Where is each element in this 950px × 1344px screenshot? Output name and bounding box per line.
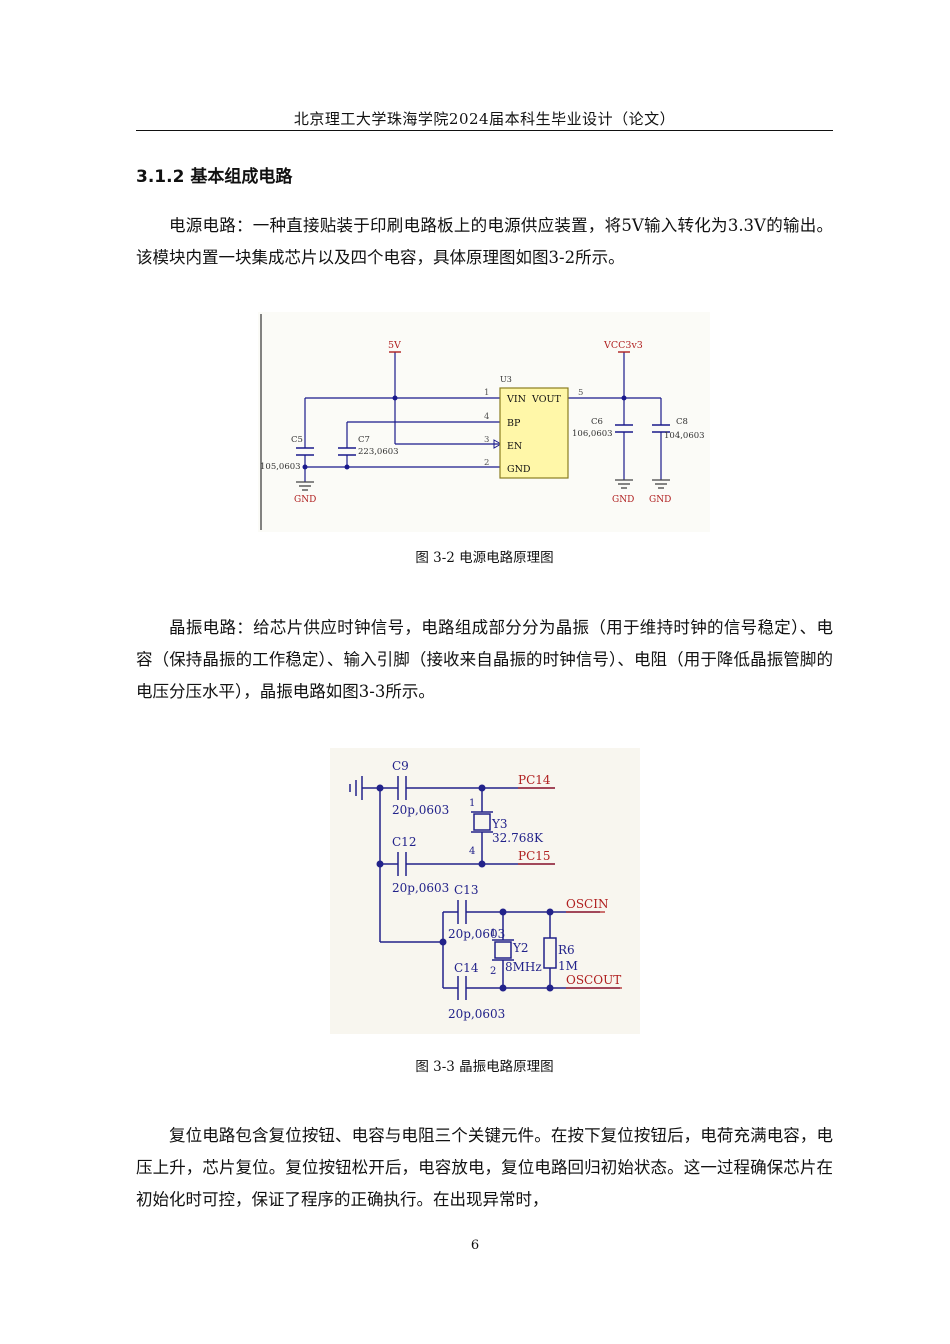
regulator-chip [499,387,569,479]
gnd-label-3: GND [649,495,671,505]
figure-caption-crystal: 图 3-3 晶振电路原理图 [415,1059,554,1075]
y3-pin4: 4 [469,846,475,857]
c9-value: 20p,0603 [392,803,449,817]
paragraph-reset-circuit: 复位电路包含复位按钮、电容与电阻三个关键元件。在按下复位按钮后，电荷充满电容，电… [136,1126,833,1209]
pin1-number: 1 [484,388,489,398]
c14-value: 20p,0603 [448,1007,505,1021]
c9-label: C9 [392,759,409,773]
y2-pin1: 1 [490,928,496,939]
power-schematic: 5V VCC3v3 U3 VIN VOUT BP EN GND 1 4 3 2 … [260,314,705,530]
pin5-number: 5 [578,388,583,398]
gnd-label-2: GND [612,495,634,505]
c14-label: C14 [454,961,479,975]
figure-power-circuit: 5V VCC3v3 U3 VIN VOUT BP EN GND 1 4 3 2 … [258,312,710,532]
pin4-number: 4 [484,412,489,422]
pin-en-label: EN [507,441,522,452]
y2-label: Y2 [512,941,529,955]
net-pc14-label: PC14 [518,773,551,787]
c6-label: C6 [591,417,603,427]
net-oscout-label: OSCOUT [566,973,621,987]
c5-value: 105,0603 [260,462,301,472]
y3-value: 32.768K [492,831,544,845]
paragraph-crystal-circuit: 晶振电路：给芯片供应时钟信号，电路组成部分分为晶振（用于维持时钟的信号稳定）、电… [136,618,833,701]
y3-pin1: 1 [469,798,475,809]
y3-label: Y3 [491,817,508,831]
section-heading: 3.1.2 基本组成电路 [136,167,293,187]
net-pc15-label: PC15 [518,849,551,863]
y2-value: 8MHz [505,960,542,974]
r6-label: R6 [558,943,575,957]
c13-value: 20p,0603 [448,927,505,941]
pin-bp-label: BP [507,418,521,429]
pin3-number: 3 [484,435,489,445]
c8-value: 104,0603 [664,431,705,441]
c7-label: C7 [358,435,370,445]
paragraph-power-circuit: 电源电路：一种直接贴装于印刷电路板上的电源供应装置，将5V输入转化为3.3V的输… [136,216,833,267]
pin-vin-label: VIN [506,394,526,405]
net-oscin-label: OSCIN [566,897,608,911]
c12-label: C12 [392,835,416,849]
net-5v-label: 5V [388,340,401,351]
gnd-label-1: GND [294,495,316,505]
pin-gnd-label: GND [507,464,531,475]
net-vcc-label: VCC3v3 [603,340,643,351]
crystal-schematic: C9 20p,0603 PC14 Y3 32.768K 1 4 C12 20p,… [349,759,622,1021]
y2-pin2: 2 [490,966,496,977]
chip-ref-label: U3 [500,375,512,384]
c6-value: 106,0603 [572,429,613,439]
c8-label: C8 [676,417,688,427]
page-header: 北京理工大学珠海学院2024届本科生毕业设计（论文） [293,110,676,128]
c5-label: C5 [291,435,303,445]
pin-vout-label: VOUT [531,394,561,405]
c12-value: 20p,0603 [392,881,449,895]
c13-label: C13 [454,883,478,897]
c7-value: 223,0603 [358,447,399,457]
pin2-number: 2 [484,458,489,468]
figure-crystal-circuit: C9 20p,0603 PC14 Y3 32.768K 1 4 C12 20p,… [330,748,640,1034]
r6-value: 1M [558,959,578,973]
header-rule [136,130,833,131]
page-number: 6 [470,1238,480,1253]
figure-caption-power: 图 3-2 电源电路原理图 [415,550,554,566]
